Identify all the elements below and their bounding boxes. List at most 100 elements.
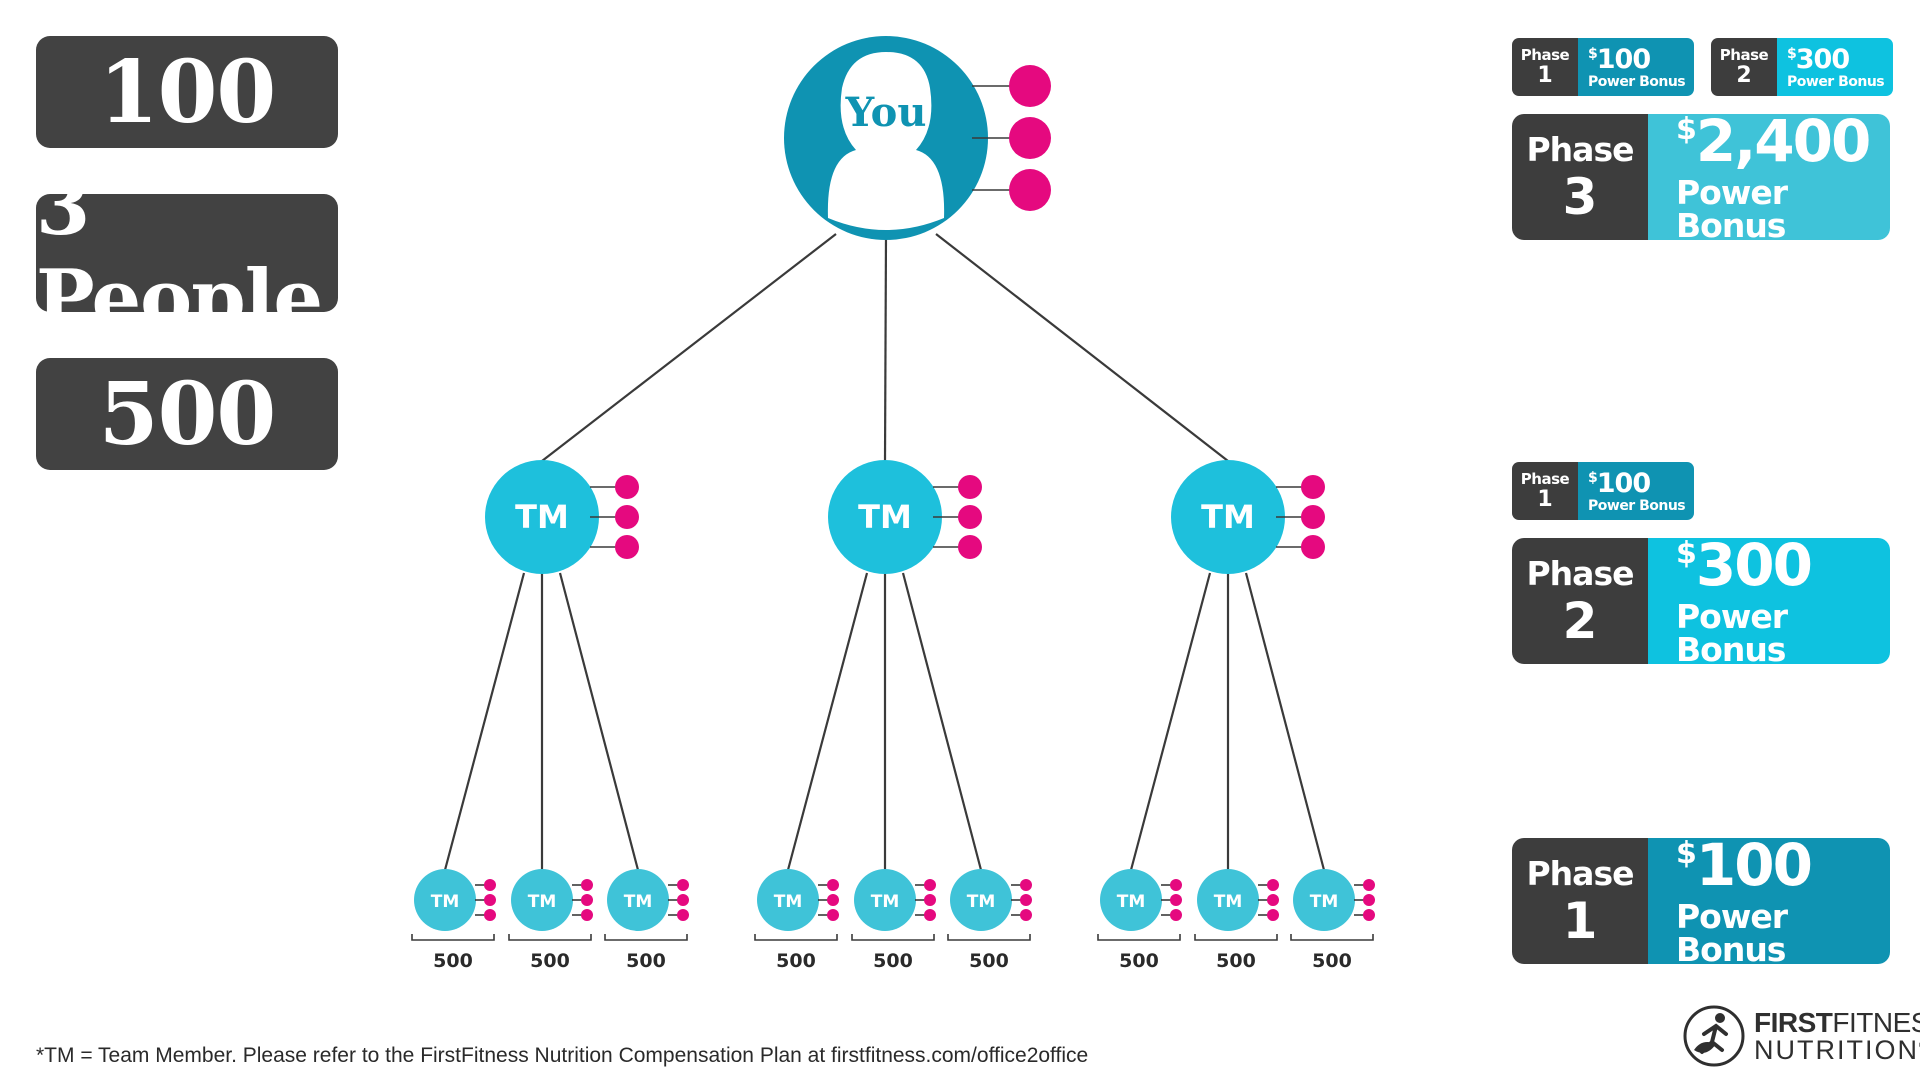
root-node: You$100 bbox=[784, 36, 988, 240]
referral-dot bbox=[924, 909, 936, 921]
leaf-referral-dots bbox=[1011, 879, 1032, 921]
referral-dot bbox=[1301, 505, 1325, 529]
leaf-member-node: TM bbox=[607, 869, 669, 931]
leaf-member-label: TM bbox=[1310, 892, 1339, 912]
bonus-amount: $100 bbox=[1676, 838, 1890, 894]
phase-word: Phase bbox=[1526, 853, 1635, 893]
leaf-member-circle bbox=[1100, 869, 1162, 931]
team-member-circle bbox=[828, 460, 942, 574]
footnote: *TM = Team Member. Please refer to the F… bbox=[36, 1044, 1089, 1067]
phase-word: Phase bbox=[1526, 553, 1635, 593]
referral-dot bbox=[827, 879, 839, 891]
leaf-referral-dots bbox=[1354, 879, 1375, 921]
referral-dot bbox=[1363, 894, 1375, 906]
firstfitness-logo: FIRSTFITNESS NUTRITION® bbox=[1682, 1004, 1920, 1068]
bonus-amount: $300 bbox=[1676, 538, 1890, 594]
logo-brand-line2: NUTRITION bbox=[1754, 1034, 1919, 1065]
edge-tm-leaf bbox=[443, 572, 526, 871]
phase-number: 2 bbox=[1562, 591, 1598, 650]
bonus-label: Power Bonus bbox=[1676, 173, 1788, 240]
referral-dot bbox=[1170, 879, 1182, 891]
leaf-referral-dots bbox=[818, 879, 839, 921]
currency-sign: $ bbox=[1588, 45, 1598, 62]
bonus-label: Power Bonus bbox=[1676, 597, 1788, 664]
root-referral-dots bbox=[972, 65, 1051, 211]
phase-number: 1 bbox=[1537, 486, 1553, 512]
stat-points-box: 100 bbox=[36, 36, 338, 148]
edge-root-tm bbox=[935, 233, 1229, 462]
referral-dot bbox=[1020, 879, 1032, 891]
leaf-member-label: TM bbox=[967, 892, 996, 912]
phase-word: Phase bbox=[1719, 45, 1769, 64]
referral-dot bbox=[1363, 879, 1375, 891]
stat-team-points-value: 500 bbox=[98, 363, 277, 465]
edge-root-tm bbox=[541, 233, 837, 462]
bonus-value: 100 bbox=[1596, 467, 1651, 499]
leaf-member-label: TM bbox=[774, 892, 803, 912]
leaf-member-circle bbox=[511, 869, 573, 931]
referral-dot bbox=[1020, 909, 1032, 921]
referral-dot bbox=[827, 909, 839, 921]
bonus-label: Power Bonus bbox=[1588, 497, 1686, 514]
leaf-referral-dots bbox=[1258, 879, 1279, 921]
phase-number: 2 bbox=[1736, 62, 1752, 88]
edge-tm-leaf bbox=[901, 572, 983, 871]
leaf-member-node: TM bbox=[511, 869, 573, 931]
team-member-node: TM bbox=[828, 460, 942, 574]
currency-sign: $ bbox=[1787, 45, 1797, 62]
leaf-bracket bbox=[411, 934, 495, 941]
leaf-value-label: 500 bbox=[1119, 950, 1159, 972]
team-member-label: TM bbox=[1201, 498, 1255, 536]
referral-dot bbox=[1301, 535, 1325, 559]
leaf-referral-dots bbox=[572, 879, 593, 921]
edge-tm-leaf bbox=[1244, 572, 1326, 871]
team-member-referral-dots bbox=[933, 475, 982, 559]
stat-people-value: 3 People bbox=[36, 162, 323, 344]
currency-sign: $ bbox=[1676, 538, 1697, 571]
referral-dot bbox=[958, 475, 982, 499]
gift-box-icon bbox=[923, 197, 941, 215]
phase-word: Phase bbox=[1526, 129, 1635, 169]
referral-dot bbox=[1363, 909, 1375, 921]
phase-number: 1 bbox=[1562, 891, 1598, 950]
bonus-value: 100 bbox=[1596, 43, 1651, 75]
stat-team-points-box: 500 bbox=[36, 358, 338, 470]
leaf-value-label: 500 bbox=[776, 950, 816, 972]
leaf-member-circle bbox=[414, 869, 476, 931]
leaf-member-node: TM bbox=[950, 869, 1012, 931]
referral-dot bbox=[581, 879, 593, 891]
referral-dot bbox=[1009, 169, 1051, 211]
referral-dot bbox=[615, 535, 639, 559]
leaf-value-label: 500 bbox=[969, 950, 1009, 972]
edge-tm-leaf bbox=[1129, 572, 1212, 871]
logo-brand-bold: FIRST bbox=[1754, 1006, 1833, 1038]
referral-dot bbox=[1020, 894, 1032, 906]
leaf-bracket bbox=[1194, 934, 1278, 941]
phase-word: Phase bbox=[1520, 45, 1570, 64]
team-member-referral-dots bbox=[590, 475, 639, 559]
leaf-bracket bbox=[508, 934, 592, 941]
team-member-label: TM bbox=[858, 498, 912, 536]
leaf-referral-dots bbox=[668, 879, 689, 921]
phase-number: 1 bbox=[1537, 62, 1553, 88]
leaf-member-label: TM bbox=[431, 892, 460, 912]
leaf-value-label: 500 bbox=[433, 950, 473, 972]
leaf-value-label: 500 bbox=[873, 950, 913, 972]
leaf-referral-dots bbox=[1161, 879, 1182, 921]
leaf-member-node: TM bbox=[854, 869, 916, 931]
bonus-amount: $100 bbox=[1588, 46, 1694, 73]
runner-leaf-icon bbox=[1683, 1005, 1745, 1067]
team-member-node: TM bbox=[485, 460, 599, 574]
referral-dot bbox=[1267, 909, 1279, 921]
team-member-circle bbox=[485, 460, 599, 574]
leaf-bracket bbox=[604, 934, 688, 941]
referral-dot bbox=[581, 909, 593, 921]
referral-dot bbox=[958, 505, 982, 529]
phase-word: Phase bbox=[1520, 469, 1570, 488]
